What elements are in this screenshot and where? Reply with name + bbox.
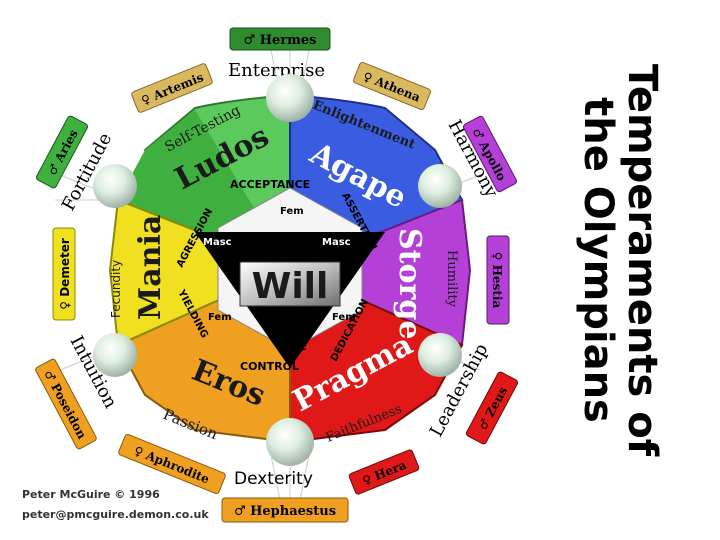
- plaque-demeter: ♀ Demeter: [52, 227, 76, 321]
- plaque-aphrodite: ♀ Aphrodite: [118, 433, 226, 495]
- axis-acceptance: ACCEPTANCE: [230, 178, 310, 191]
- god-demeter: ♀ Demeter: [58, 238, 72, 310]
- vertex-fem-left: Fem: [208, 312, 232, 323]
- credit-author: Peter McGuire © 1996: [22, 488, 160, 501]
- plaque-artemis: ♀ Artemis: [131, 63, 213, 113]
- axis-control: CONTROL: [240, 360, 299, 373]
- love-storge: Storge: [392, 228, 427, 339]
- plaque-hestia: ♀ Hestia: [486, 235, 510, 325]
- title-block: Temperaments of the Olympians: [560, 30, 680, 490]
- page-title: Temperaments of the Olympians: [575, 63, 665, 457]
- god-hephaestus: ♂ Hephaestus: [234, 504, 336, 519]
- god-hestia: ♀ Hestia: [490, 252, 504, 309]
- orb-lower-right: [418, 333, 462, 377]
- orb-top: [266, 74, 314, 122]
- virtue-enterprise: Enterprise: [228, 60, 325, 81]
- trait-fecundity: Fecundity: [109, 260, 123, 318]
- orb-upper-left: [93, 164, 137, 208]
- orb-upper-right: [418, 164, 462, 208]
- vertex-masc-right: Masc: [322, 237, 351, 248]
- sector-mania: [108, 198, 293, 347]
- love-mania: Mania: [133, 215, 168, 320]
- credit-email: peter@pmcguire.demon.co.uk: [22, 508, 209, 521]
- vertex-fem-right: Fem: [332, 312, 356, 323]
- virtue-dexterity: Dexterity: [234, 469, 313, 489]
- orb-lower-left: [93, 333, 137, 377]
- orb-bottom: [266, 418, 314, 466]
- plaque-hephaestus: ♂ Hephaestus: [221, 497, 349, 523]
- god-hermes: ♂ Hermes: [244, 33, 317, 48]
- plaque-hermes: ♂ Hermes: [229, 27, 331, 51]
- will-plate: [239, 261, 341, 307]
- vertex-masc-left: Masc: [203, 237, 232, 248]
- will-label: Will: [252, 266, 329, 307]
- vertex-masc-bottom: Masc: [278, 342, 307, 353]
- vertex-fem-top: Fem: [280, 206, 304, 217]
- plaque-hera: ♀ Hera: [348, 449, 420, 495]
- trait-humility: Humility: [444, 250, 459, 308]
